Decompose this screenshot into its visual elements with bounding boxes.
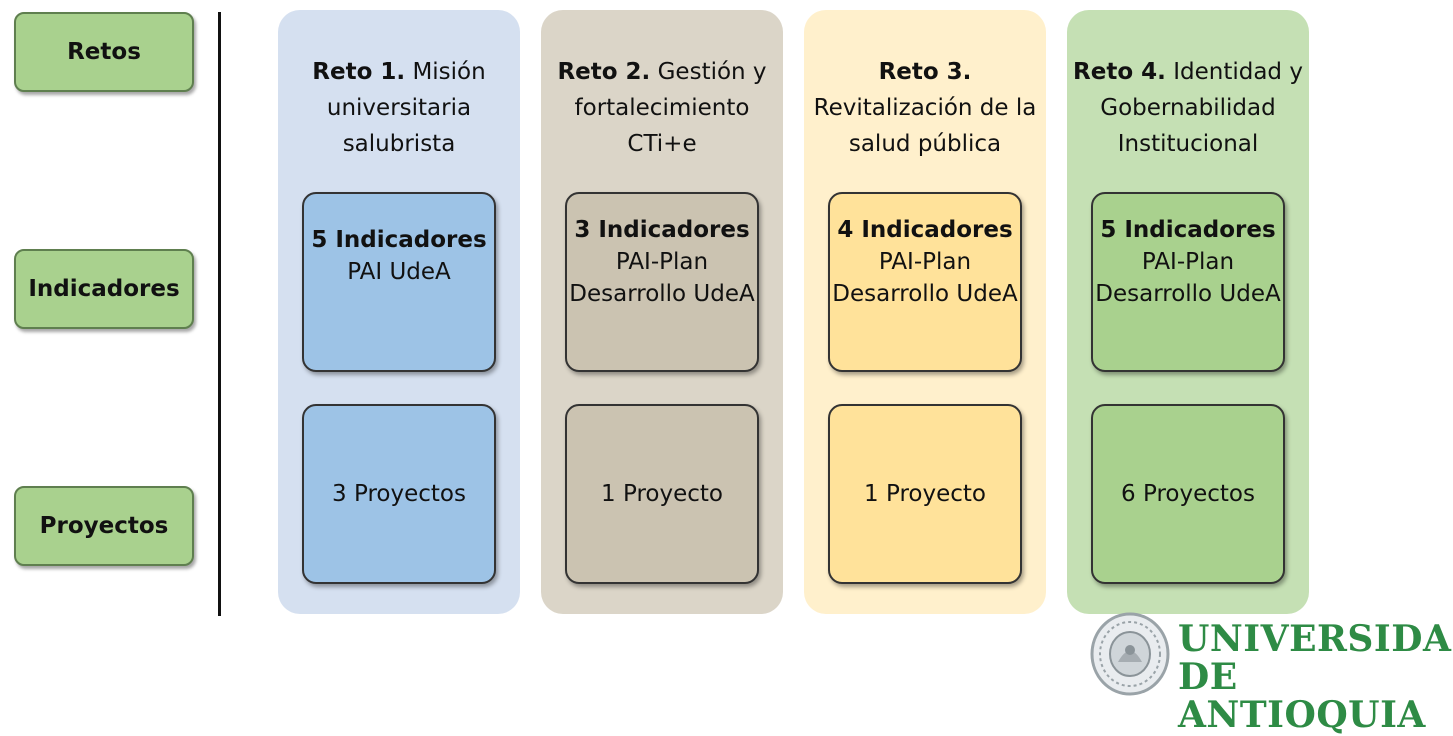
- reto-2-indicadores-source: PAI-Plan Desarrollo UdeA: [569, 249, 755, 307]
- reto-4-indicadores-source: PAI-Plan Desarrollo UdeA: [1095, 249, 1281, 307]
- vertical-divider: [218, 12, 221, 616]
- reto-2-proyectos-card: 1 Proyecto: [565, 404, 759, 584]
- indicadores-label-button: Indicadores: [14, 249, 194, 329]
- reto-2-indicadores-card: 3 Indicadores PAI-Plan Desarrollo UdeA: [565, 192, 759, 372]
- reto-4-proyectos-card: 6 Proyectos: [1091, 404, 1285, 584]
- reto-1-indicadores-card: 5 Indicadores PAI UdeA: [302, 192, 496, 372]
- reto-4-indicadores-count: 5 Indicadores: [1100, 217, 1276, 243]
- reto-2-indicadores-count: 3 Indicadores: [574, 217, 750, 243]
- reto-1-column: Reto 1. Misión universitaria salubrista …: [278, 10, 520, 614]
- universidad-de-antioquia-logo: UNIVERSIDAD DE ANTIOQUIA: [1080, 610, 1453, 734]
- proyectos-label-button: Proyectos: [14, 486, 194, 566]
- reto-3-proyectos-count: 1 Proyecto: [864, 481, 986, 507]
- reto-4-proyectos-count: 6 Proyectos: [1121, 481, 1255, 507]
- retos-label-button: Retos: [14, 12, 194, 92]
- reto-1-proyectos-count: 3 Proyectos: [332, 481, 466, 507]
- reto-3-title: Reto 3. Revitalización de la salud públi…: [813, 59, 1037, 157]
- reto-4-column: Reto 4. Identidad y Gobernabilidad Insti…: [1067, 10, 1309, 614]
- reto-3-indicadores-source: PAI-Plan Desarrollo UdeA: [832, 249, 1018, 307]
- reto-1-title: Reto 1. Misión universitaria salubrista: [312, 59, 486, 157]
- reto-3-proyectos-card: 1 Proyecto: [828, 404, 1022, 584]
- reto-2-proyectos-count: 1 Proyecto: [601, 481, 723, 507]
- logo-wordmark: UNIVERSIDAD DE ANTIOQUIA: [1178, 620, 1453, 734]
- reto-3-indicadores-card: 4 Indicadores PAI-Plan Desarrollo UdeA: [828, 192, 1022, 372]
- reto-3-column: Reto 3. Revitalización de la salud públi…: [804, 10, 1046, 614]
- reto-4-indicadores-card: 5 Indicadores PAI-Plan Desarrollo UdeA: [1091, 192, 1285, 372]
- seal-icon: [1090, 612, 1170, 696]
- reto-2-column: Reto 2. Gestión y fortalecimiento CTi+e …: [541, 10, 783, 614]
- reto-1-indicadores-count: 5 Indicadores: [311, 227, 487, 253]
- logo-line-2: DE ANTIOQUIA: [1178, 656, 1426, 736]
- reto-2-title: Reto 2. Gestión y fortalecimiento CTi+e: [557, 59, 767, 157]
- reto-1-proyectos-card: 3 Proyectos: [302, 404, 496, 584]
- reto-3-indicadores-count: 4 Indicadores: [837, 217, 1013, 243]
- reto-4-title: Reto 4. Identidad y Gobernabilidad Insti…: [1073, 59, 1303, 157]
- reto-1-indicadores-source: PAI UdeA: [347, 259, 451, 285]
- logo-line-1: UNIVERSIDAD: [1178, 618, 1453, 660]
